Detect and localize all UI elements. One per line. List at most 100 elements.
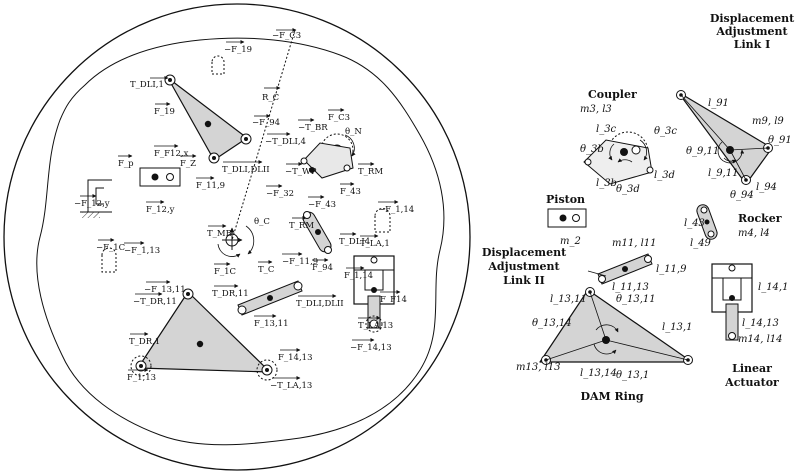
reference-line <box>231 29 296 241</box>
label-f1311: F_13,11 <box>254 319 288 329</box>
dam-component: l_13,11 θ_13,11 θ_13,14 l_13,1 m13, l13 … <box>516 287 693 403</box>
label-trm: T_RM <box>358 167 383 177</box>
dal1-title-3: Link I <box>734 38 771 51</box>
label-fc3-neg: −F_C3 <box>272 31 301 41</box>
piston-cg-icon <box>151 173 159 181</box>
label-f94: F_94 <box>312 263 333 273</box>
label-tmb: T_MB <box>207 229 232 239</box>
label-ff12x: F_F12,x <box>154 149 189 159</box>
label-thetaN: θ_N <box>345 127 362 137</box>
coupler-cg-icon <box>309 167 315 173</box>
actuator-title-2: Actuator <box>724 376 779 389</box>
dal1-params: m9, l9 <box>752 116 784 127</box>
coupler-l3b: l_3b <box>596 178 617 189</box>
label-f1413: F_14,13 <box>278 353 312 363</box>
label-f119: F_11,9 <box>196 181 225 191</box>
coupler-r-cg-icon <box>620 148 628 156</box>
label-f43: F_43 <box>340 187 361 197</box>
dam-th1314: θ_13,14 <box>532 318 572 329</box>
dam-l1314: l_13,14 <box>580 368 617 379</box>
label-tla13: T_LA,13 <box>358 321 393 331</box>
dal2-title-2: Adjustment <box>487 260 560 273</box>
dam-cg-icon <box>196 340 204 348</box>
label-f32: −F_32 <box>266 189 294 199</box>
actuator-component: l_14,1 l_14,13 m14, l14 Linear Actuator <box>711 263 788 389</box>
label-tla1: T_LA,1 <box>360 239 390 249</box>
label-fc3: F_C3 <box>328 113 350 123</box>
label-tdli-dlii: T_DLI,DLII <box>222 165 270 175</box>
right-panel: Coupler m3, l3 l_3c θ_3b θ_3c l_3b θ_3d … <box>482 12 795 403</box>
piston-title: Piston <box>546 193 585 206</box>
label-f114-neg: −F_1,14 <box>378 205 414 215</box>
piston-component: Piston m_2 <box>546 193 587 247</box>
dal1-l911: l_9,11 <box>708 168 738 179</box>
ground-hatch <box>82 212 100 218</box>
label-f43-neg: −F_43 <box>308 200 336 210</box>
rocker-l43: l_43 <box>684 218 705 229</box>
dal1-l94: l_94 <box>756 182 777 193</box>
dam-l131: l_13,1 <box>662 322 692 333</box>
label-thetaC: θ_C <box>254 217 270 227</box>
label-f114: F_1,14 <box>344 271 373 281</box>
dal2-title-3: Link II <box>503 274 545 287</box>
rocker-r-cg-icon <box>704 219 710 225</box>
dal1-title-1: Displacement <box>710 12 795 25</box>
dal2-component: Displacement Adjustment Link II m11, l11… <box>482 238 687 293</box>
dal1-cg-icon <box>204 120 212 128</box>
label-rc: R_C <box>262 93 279 103</box>
dal1-component: Displacement Adjustment Link I l_91 m9, … <box>676 12 795 201</box>
pin-outline-right <box>374 208 391 233</box>
label-twp: −T_WP <box>285 167 317 177</box>
label-f12y-neg: −F_12,y <box>74 199 110 209</box>
dam-r-body <box>539 289 693 363</box>
label-tdr11-neg: −T_DR,11 <box>133 297 177 307</box>
dal2-params: m11, l11 <box>612 238 657 249</box>
force-arrows <box>80 28 401 380</box>
dal1-th911: θ_9,11 <box>686 146 719 157</box>
rocker-cg-icon <box>315 229 321 235</box>
rocker-title: Rocker <box>738 212 782 225</box>
label-f19-neg: −F_19 <box>224 45 252 55</box>
rocker-l49: l_49 <box>690 238 712 249</box>
label-tdli4: T_DLI4 <box>339 237 370 247</box>
actuator-cg-icon <box>371 287 377 293</box>
label-tdlii: T_DLI,DLII <box>296 299 344 309</box>
coupler-link <box>303 142 354 179</box>
dal2-l119: l_11,9 <box>656 264 687 275</box>
actuator-l141: l_14,1 <box>758 282 788 293</box>
label-tdr11: T_DR,11 <box>212 289 249 299</box>
actuator-r-cg-icon <box>729 295 735 301</box>
coupler-title: Coupler <box>588 88 637 101</box>
dal1-body <box>677 91 773 185</box>
label-trm2: T_RM <box>289 221 314 231</box>
force-labels: −F_C3 −F_19 T_DLI,1 R_C F_19 −F_94 −T_DL… <box>74 31 414 391</box>
label-tdr1: T_DR,1 <box>129 337 160 347</box>
label-f113-neg: −F_1,13 <box>124 246 160 256</box>
label-f119-neg: −F_11,9 <box>282 257 318 267</box>
dal2-title-1: Displacement <box>482 246 567 259</box>
dal1-link <box>167 77 248 161</box>
label-tdli4-neg: −T_DLI,4 <box>265 137 306 147</box>
piston-m2: m_2 <box>560 236 581 247</box>
dal1-th94: θ_94 <box>730 190 754 201</box>
pin-outline-top <box>211 55 225 75</box>
dal2-l1113: l_11,13 <box>612 282 649 293</box>
dal2-r-cg-icon <box>622 266 628 272</box>
dam-th1311: θ_13,11 <box>616 294 656 305</box>
dam-ring-link <box>137 291 271 373</box>
coupler-l3c: l_3c <box>596 124 617 135</box>
coupler-th3b: θ_3b <box>580 144 604 155</box>
label-f1413-neg: −F_14,13 <box>350 343 392 353</box>
coupler-th3d: θ_3d <box>616 184 640 195</box>
label-f12y: F_12,y <box>146 205 175 215</box>
label-fz: F_Z <box>180 159 196 169</box>
inner-boundary <box>36 37 445 446</box>
label-f1311-neg: −F_13,11 <box>144 285 186 295</box>
outer-circle <box>3 3 471 471</box>
dal2-cg-icon <box>267 295 273 301</box>
piston-r-block <box>547 208 587 228</box>
piston-block <box>139 167 181 187</box>
dal1-th91: θ_91 <box>768 135 792 146</box>
